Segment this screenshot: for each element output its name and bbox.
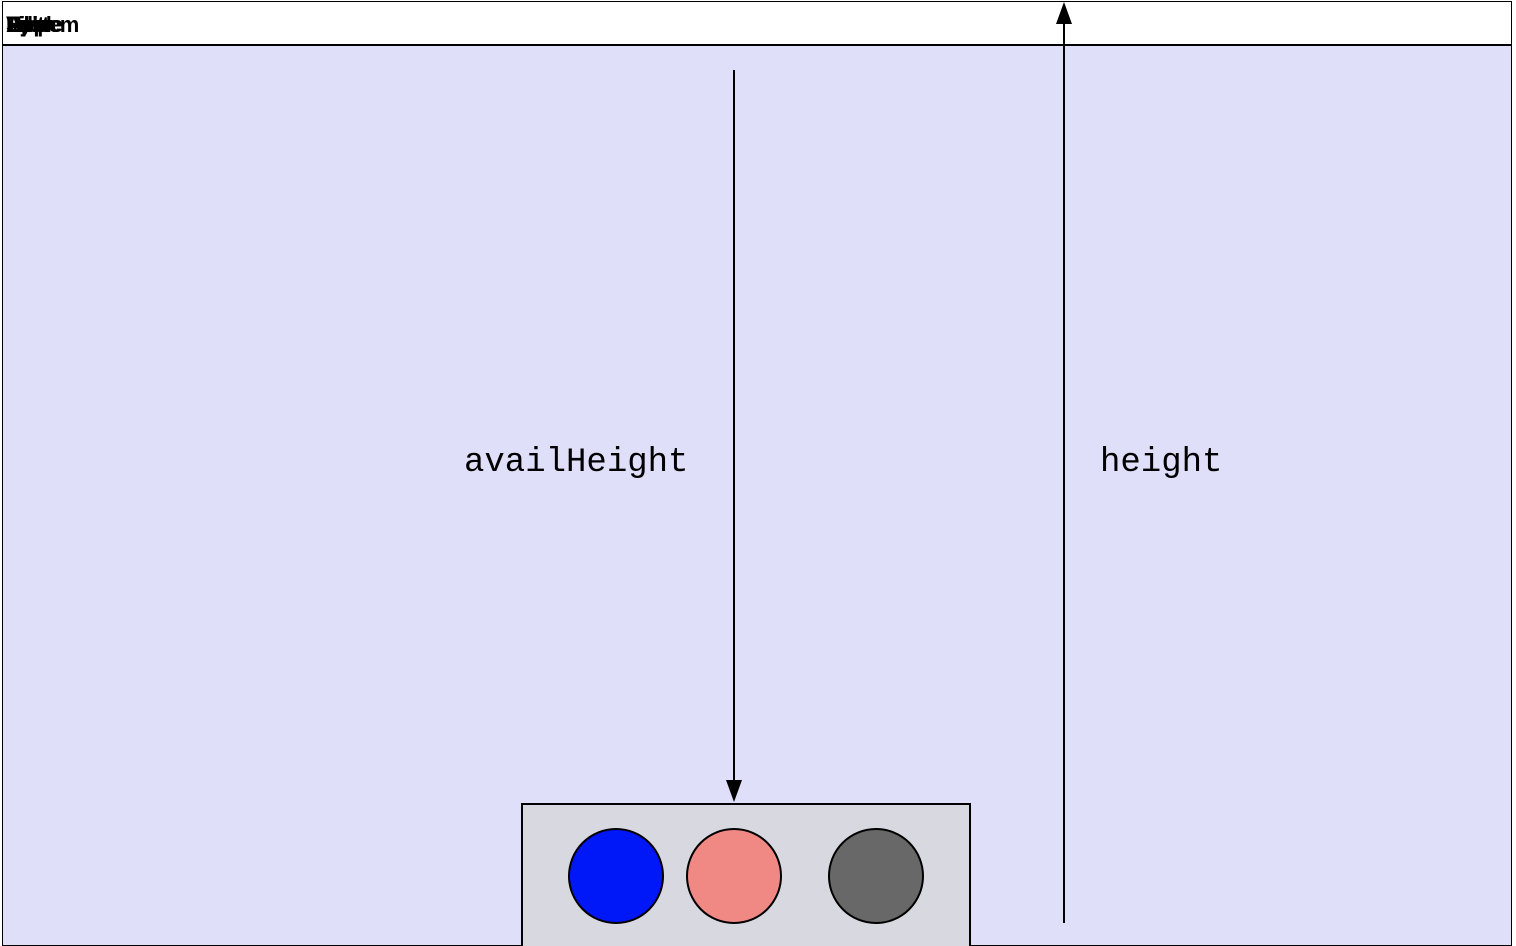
- blue-dot: [568, 828, 664, 924]
- gray-dot: [828, 828, 924, 924]
- dock: [521, 803, 971, 946]
- height-arrow: [1056, 2, 1072, 923]
- avail-height-arrow: [726, 70, 742, 802]
- pink-dot: [686, 828, 782, 924]
- menu-bar-label: Apple: [6, 12, 63, 37]
- height-label: height: [1100, 444, 1223, 482]
- menu-bar-label: System: [6, 12, 79, 37]
- menu-bar: System Edit View Help Apple File: [2, 1, 1512, 46]
- screen-area: [2, 46, 1512, 946]
- arrowhead-up-icon: [1056, 2, 1072, 24]
- menu-bar-label: Help: [6, 12, 51, 37]
- arrowhead-down-icon: [726, 780, 742, 802]
- menu-bar-label: File: [6, 12, 41, 37]
- menu-bar-label: Edit: [6, 12, 45, 37]
- avail-height-label: availHeight: [464, 444, 689, 482]
- menu-bar-label: View: [6, 12, 53, 37]
